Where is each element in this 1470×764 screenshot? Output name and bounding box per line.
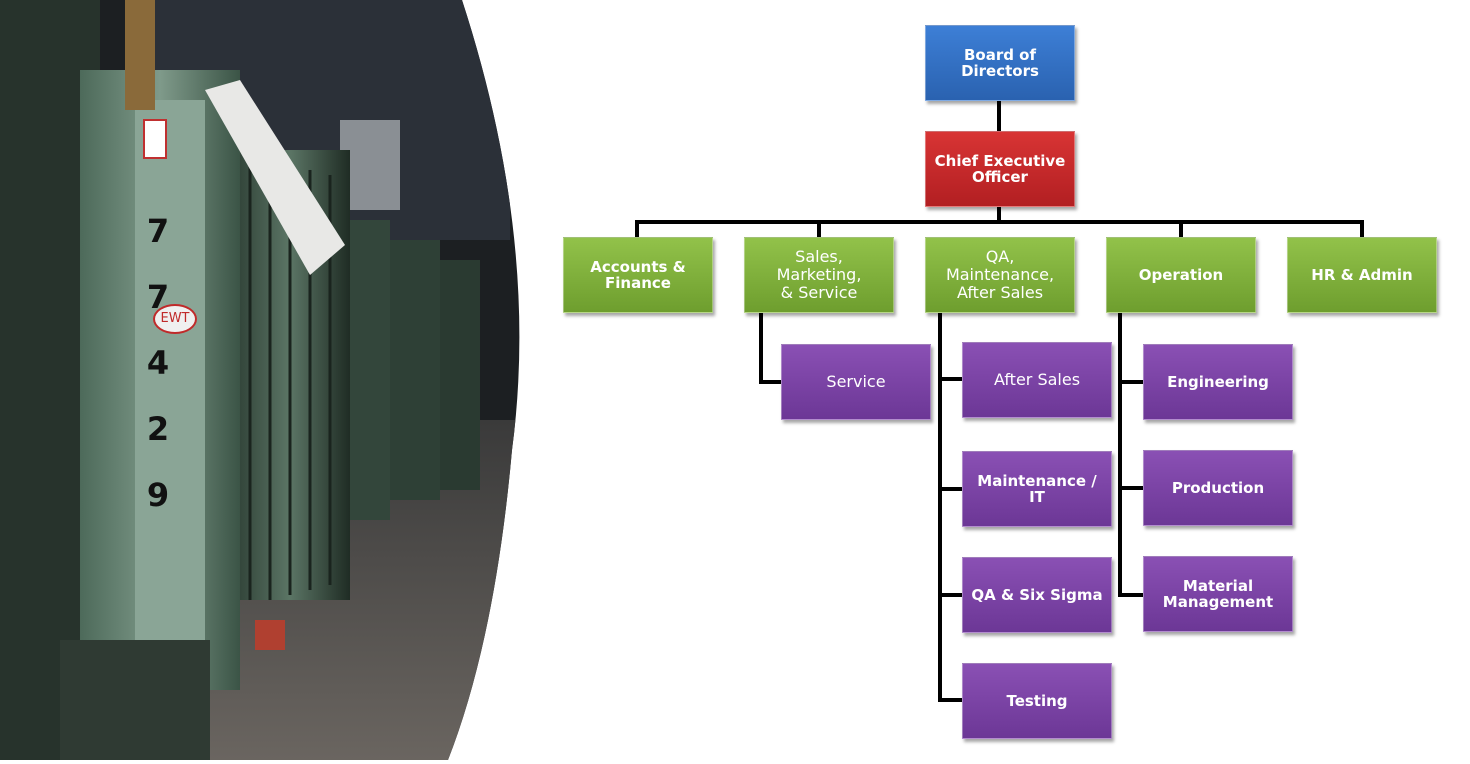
serial-digit: 4 [146, 344, 170, 382]
material-management-box: Material Management [1143, 556, 1293, 632]
service-box: Service [781, 344, 931, 420]
serial-number: 7 7 4 2 9 [145, 198, 171, 528]
sales-marketing-service-box: Sales, Marketing, & Service [744, 237, 894, 313]
accounts-finance-box: Accounts & Finance [563, 237, 713, 313]
production-box: Production [1143, 450, 1293, 526]
transformer-photo: 7 7 4 2 9 EWT [0, 0, 560, 760]
testing-box: Testing [962, 663, 1112, 739]
operation-box: Operation [1106, 237, 1256, 313]
serial-digit: 2 [146, 410, 170, 448]
qa-maintenance-after-sales-box: QA, Maintenance, After Sales [925, 237, 1075, 313]
hr-admin-box: HR & Admin [1287, 237, 1437, 313]
ewt-logo: EWT [153, 304, 197, 334]
serial-digit: 9 [146, 476, 170, 514]
qa-six-sigma-box: QA & Six Sigma [962, 557, 1112, 633]
maintenance-it-box: Maintenance / IT [962, 451, 1112, 527]
serial-digit: 7 [146, 212, 170, 250]
engineering-box: Engineering [1143, 344, 1293, 420]
after-sales-box: After Sales [962, 342, 1112, 418]
board-of-directors-box: Board of Directors [925, 25, 1075, 101]
ceo-box: Chief Executive Officer [925, 131, 1075, 207]
